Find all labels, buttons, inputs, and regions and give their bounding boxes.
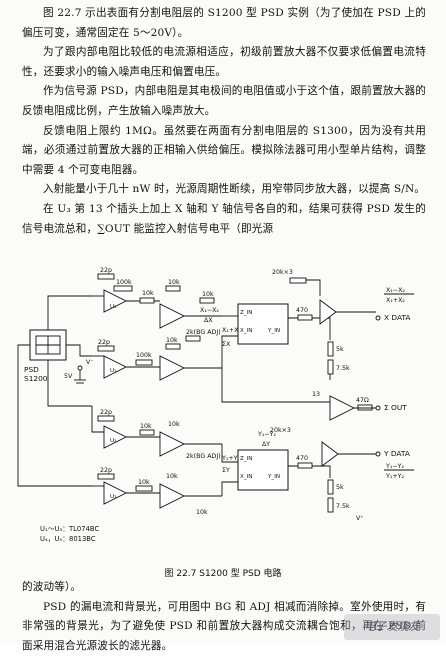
paragraph-2: 为了跟内部电阻比较低的电流源相适应，初级前置放大器不仅要求低偏置电流特性，还要求… — [22, 46, 426, 78]
resistor-label: 5k — [336, 484, 344, 491]
paragraph-continued: 的波动等）。 — [22, 581, 82, 593]
expr-label: ΔY — [262, 441, 270, 448]
resistor-label: 7.5k — [336, 365, 350, 372]
resistor-label: 470 — [296, 307, 308, 314]
resistor-label: 10k — [168, 421, 180, 428]
expr-label: X₁−X₂ — [200, 307, 219, 314]
pin-13-label: 13 — [312, 391, 320, 398]
resistor-label: 100k — [116, 279, 132, 286]
divider-label: X_IN — [240, 474, 252, 480]
cap-label: 22p — [100, 267, 112, 274]
resistor-label: 7.5k — [336, 503, 350, 510]
v-plus-label: V⁺ — [356, 515, 364, 522]
amp-label: U₁ — [110, 368, 116, 374]
resistor-label: 10k — [140, 423, 152, 430]
amp-u1-mid — [103, 355, 128, 379]
amp-u3-bottom — [159, 483, 186, 509]
expr-label: ΔX — [204, 317, 213, 324]
sum-out-label: Σ OUT — [384, 403, 407, 412]
divider-label: Y_IN — [267, 474, 280, 480]
resistor-label: 10k — [168, 279, 180, 286]
amp-label: U₂ — [110, 438, 116, 444]
expr-label: X₁+X₂ — [222, 327, 241, 334]
expr-label: ΣY — [222, 467, 230, 474]
resistor-label: 5k — [336, 346, 344, 353]
divider-output-amp-bottom — [321, 441, 339, 467]
divider-label: Z_IN — [240, 310, 252, 316]
paragraph-3: 作为信号源 PSD，内部电阻是其电极间的电阻值或小于这个值，跟前置放大器的反馈电… — [22, 85, 426, 117]
resistor-label: 10k — [142, 290, 154, 297]
cap-label: 22p — [98, 339, 110, 346]
site-watermark: 电子发烧友 — [344, 614, 440, 640]
resistor-label: 10k — [196, 509, 208, 516]
divider-label: Z_IN — [240, 456, 252, 462]
psd-label: PSD — [24, 365, 39, 374]
divider-u4 — [237, 303, 289, 345]
adj-label: 2k(BG ADJ) — [186, 329, 221, 336]
resistor-label: 47Ω — [356, 397, 369, 404]
psd-sensor: PSD S1200 — [24, 329, 67, 383]
divider-label: Y_IN — [267, 328, 280, 334]
cap-label: 22p — [100, 409, 112, 416]
amp-u3-top — [159, 355, 186, 381]
x-channel: 22p 100k U₁ 10k 10k 10k 22p U₁ 100k — [92, 267, 414, 381]
amp-u1-lower — [103, 481, 128, 505]
amp-u1-top — [103, 289, 128, 313]
psd-circuit-diagram: PSD S1200 5V V⁻ 22p 100k U₁ 10k — [17, 267, 414, 522]
bias-source: 5V V⁻ — [64, 359, 94, 384]
amp-label: U₃ — [110, 494, 116, 500]
body-text-bottom: 的波动等）。 PSD 的漏电流和背景光，可用图中 BG 和 ADJ 相减而消除掉… — [22, 578, 426, 656]
resistor-label: 20k×3 — [272, 269, 293, 276]
bias-voltage-label: 5V — [64, 373, 73, 380]
paragraph-5: 入射能量小于几十 nW 时，光源周期性断续，用窄带同步放大器，以提高 S/N。 — [43, 183, 426, 196]
expr-label: Y₁+Y₂ — [221, 455, 240, 462]
paragraph-6: 在 U₃ 第 13 个插头上加上 X 轴和 Y 轴信号各自的和，结果可获得 PS… — [22, 202, 426, 235]
y-data-output: Y DATA — [383, 449, 410, 458]
resistor-label: 10k — [166, 473, 178, 480]
x-ratio-denominator: X₁+X₂ — [386, 297, 405, 304]
y-ratio-numerator: Y₁−Y₂ — [385, 463, 404, 470]
amp-u2-bottom — [159, 431, 186, 457]
resistor-label: 10k — [138, 479, 150, 486]
body-text-top: 图 22.7 示出表面有分割电阻层的 S1200 型 PSD 实例（为了使加在 … — [22, 4, 426, 239]
expr-label: Y₁−Y₂ — [257, 431, 276, 438]
divider-label: X_IN — [240, 328, 252, 334]
divider-u5 — [237, 449, 289, 491]
resistor-label: 100k — [136, 352, 152, 359]
resistor-label: 470 — [296, 455, 308, 462]
figure-caption: 图 22.7 S1200 型 PSD 电路 — [164, 569, 282, 579]
adj-label: 2k(BG ADJ) — [186, 453, 221, 460]
paragraph-4: 反馈电阻上限约 1MΩ。虽然要在两面有分割电阻层的 S1300，因为没有共用端，… — [22, 124, 426, 176]
psd-model-label: S1200 — [24, 374, 48, 383]
component-note-2: U₄，U₅：8013BC — [40, 535, 96, 543]
resistor-label: 10k — [202, 291, 214, 298]
amp-u1-bottom — [103, 425, 128, 449]
sum-output: 47Ω Σ OUT 13 — [221, 368, 407, 421]
v-minus-label: V⁻ — [86, 359, 94, 366]
x-ratio-numerator: X₁−X₂ — [386, 287, 405, 294]
resistor-label: 10k — [166, 337, 178, 344]
x-data-output: X DATA — [384, 313, 410, 322]
sum-amp — [329, 395, 356, 421]
resistor-label: 20k×3 — [270, 427, 291, 434]
y-ratio-denominator: Y₁+Y₂ — [385, 473, 404, 480]
divider-output-amp — [319, 299, 337, 325]
y-channel: 22p U₂ 10k 10k 2k(BG ADJ) 22p U₃ 10k 10k… — [91, 406, 414, 522]
amp-u2-top — [159, 303, 186, 329]
paragraph-1: 图 22.7 示出表面有分割电阻层的 S1200 型 PSD 实例（为了使加在 … — [22, 7, 426, 39]
expr-label: ΣX — [222, 341, 231, 348]
amp-label: U₁ — [110, 304, 116, 310]
cap-label: 22p — [100, 467, 112, 474]
component-note-1: U₁～U₃：TL074BC — [40, 525, 100, 533]
